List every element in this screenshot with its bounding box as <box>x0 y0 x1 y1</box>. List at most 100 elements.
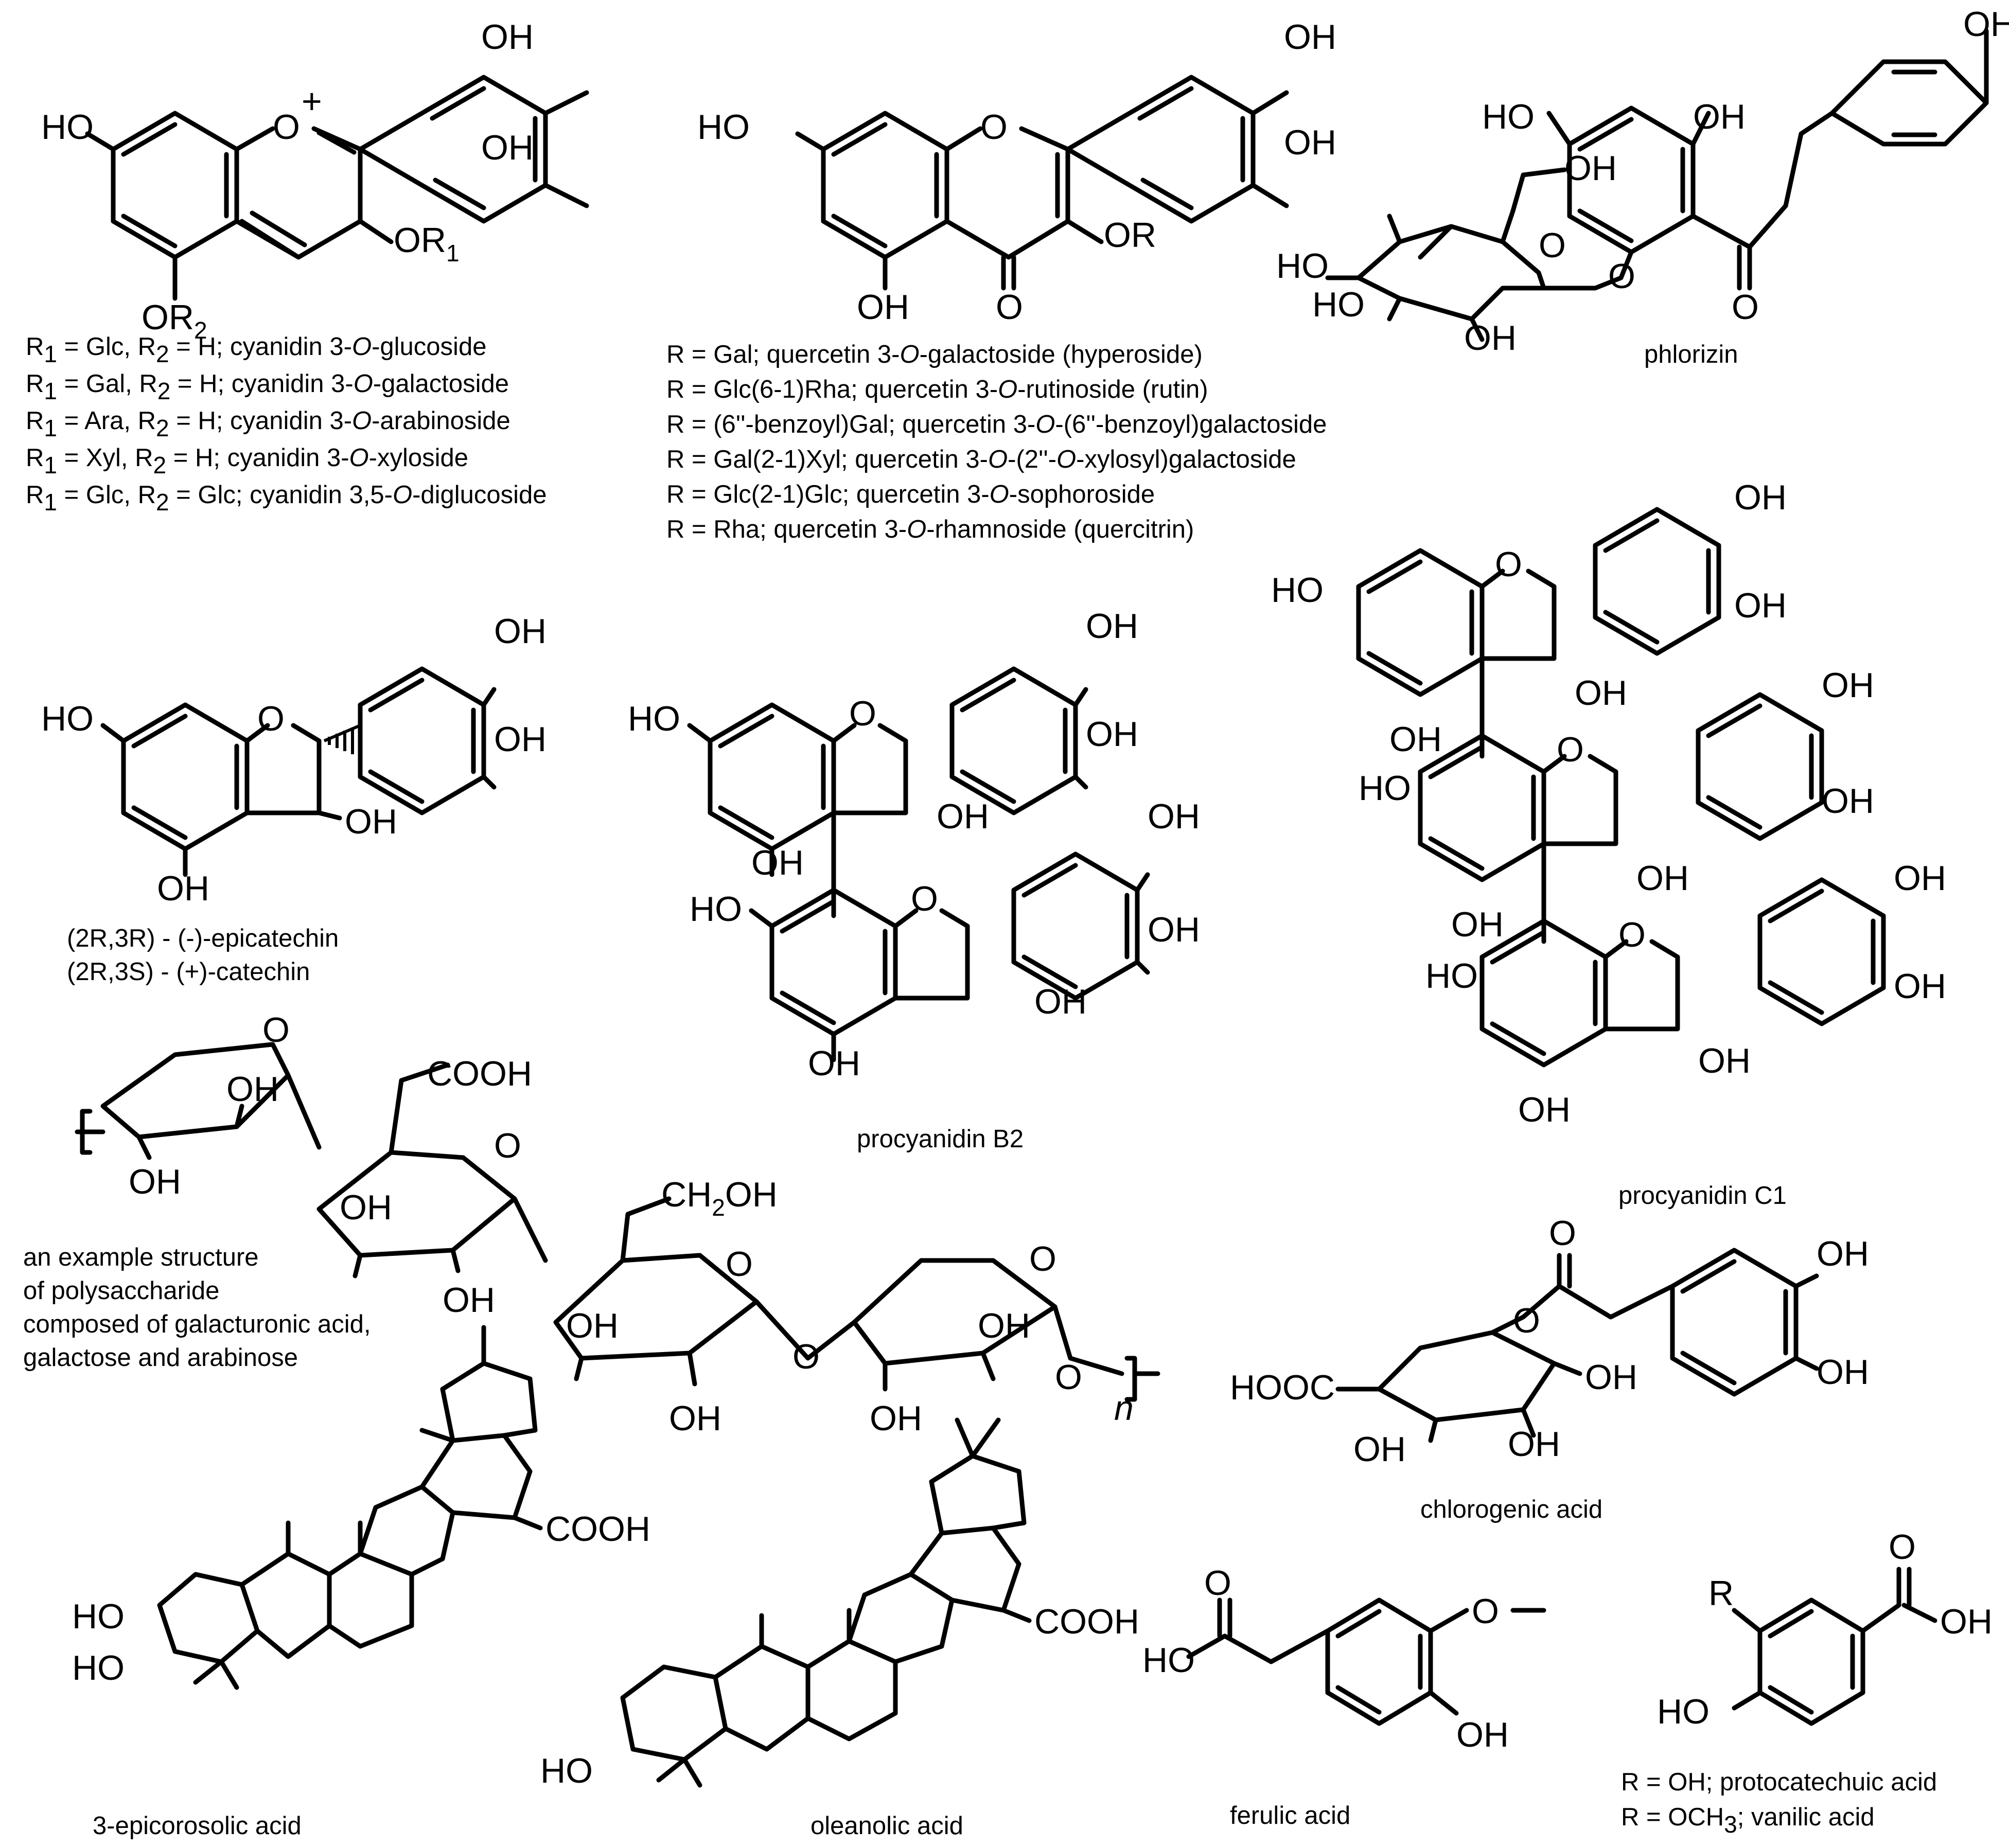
q-oh-3p-label: OH <box>1284 123 1336 162</box>
poly-o-label: O <box>1055 1358 1082 1397</box>
oh-3p-label: OH <box>481 128 534 167</box>
ba-r-label: R <box>1708 1574 1734 1613</box>
poly-oh-label: OH <box>870 1399 922 1438</box>
chlorogenic-acid-name: chlorogenic acid <box>1420 1496 1602 1523</box>
cat-oh-3-label: OH <box>345 802 397 841</box>
benzoic-acids-structure: O OH R HO <box>1657 1527 1993 1731</box>
ph-oh-label: OH <box>1693 97 1746 136</box>
cyanidin-caption-row: R1 = Ara, R2 = H; cyanidin 3-O-arabinosi… <box>26 407 510 441</box>
procyanidin-c1-name: procyanidin C1 <box>1618 1182 1787 1210</box>
quercetin-caption-row: R = Glc(6-1)Rha; quercetin 3-O-rutinosid… <box>666 376 1208 403</box>
c1-o-label: O <box>1495 545 1522 584</box>
epi-ho-label: HO <box>72 1648 125 1687</box>
or1-label: OR1 <box>394 221 460 266</box>
chl-oh-label: OH <box>1817 1234 1869 1273</box>
oxonium-charge-label: + <box>302 82 322 121</box>
q-keto-oxygen-label: O <box>996 288 1023 327</box>
ph-ring-oxygen-label: O <box>1539 226 1566 265</box>
quercetin-caption: R = Gal; quercetin 3-O-galactoside (hype… <box>666 341 1327 543</box>
c1-oh-label: OH <box>1734 586 1787 625</box>
phlorizin-name: phlorizin <box>1644 341 1738 368</box>
q-oh-4p-label: OH <box>1284 17 1336 57</box>
quercetin-caption-row: R = Gal; quercetin 3-O-galactoside (hype… <box>666 341 1203 368</box>
q-or-label: OR <box>1104 216 1156 255</box>
c1-oh-label: OH <box>1636 859 1689 898</box>
oleanolic-acid-structure: COOH HO oleanolic acid <box>540 1417 1139 1840</box>
poly-o-label: O <box>494 1126 521 1165</box>
c1-o-label: O <box>1557 730 1584 769</box>
chlorogenic-acid-structure: O O OH OH HOOC OH OH OH chlorogenic acid <box>1230 1214 1869 1523</box>
ho-7-label: HO <box>41 108 94 147</box>
q-oh-5-label: OH <box>857 288 909 327</box>
fer-o-label: O <box>1204 1563 1231 1603</box>
b2-oh-label: OH <box>1034 982 1087 1021</box>
b2-oh-label: OH <box>1148 797 1200 836</box>
chl-hooc-label: HOOC <box>1230 1368 1335 1407</box>
cat-ho-7-label: HO <box>41 699 94 738</box>
c1-ho-label: HO <box>1425 956 1478 996</box>
poly-ch2oh-label: CH2OH <box>661 1175 778 1221</box>
chl-oh-label: OH <box>1353 1430 1406 1469</box>
c1-oh-label: OH <box>1894 859 1946 898</box>
catechin-structure: HO O OH OH OH OH (2R,3R) - (-)-epicatech… <box>41 612 547 986</box>
cat-ring-oxygen-label: O <box>257 699 285 738</box>
quercetin-caption-row: R = (6''-benzoyl)Gal; quercetin 3-O-(6''… <box>666 411 1327 438</box>
epi-cooh-label: COOH <box>545 1509 650 1549</box>
poly-repeat-label: n <box>1114 1389 1134 1428</box>
c1-o-label: O <box>1618 915 1646 954</box>
q-ring-oxygen-label: O <box>980 108 1008 147</box>
b2-ho-label: HO <box>690 890 742 929</box>
ferulic-acid-name: ferulic acid <box>1230 1802 1350 1829</box>
polysaccharide-caption-2: of polysaccharide <box>23 1277 219 1305</box>
b2-oh-label: OH <box>1086 607 1138 646</box>
phlorizin-structure: OH HO OH OH HO HO OH O O O phlorizin <box>1276 5 2009 368</box>
cat-oh-5-label: OH <box>157 869 209 908</box>
cyanidin-caption-row: R1 = Gal, R2 = H; cyanidin 3-O-galactosi… <box>26 370 509 404</box>
c1-oh-label: OH <box>1389 720 1442 759</box>
poly-o-label: O <box>726 1245 753 1284</box>
ph-link-oxygen-label: O <box>1608 257 1635 296</box>
ba-oh-label: OH <box>1940 1602 1993 1641</box>
procyanidin-b2-structure: HO O OH OH OH OH HO O OH OH OH OH procya… <box>628 607 1200 1153</box>
chl-oh-label: OH <box>1585 1358 1637 1397</box>
catechin-caption-1: (2R,3R) - (-)-epicatechin <box>67 925 339 952</box>
c1-oh-label: OH <box>1451 905 1504 944</box>
fer-o-label: O <box>1472 1592 1499 1631</box>
polysaccharide-caption-1: an example structure <box>23 1243 259 1271</box>
c1-oh-label: OH <box>1698 1041 1751 1080</box>
oleanolic-acid-name: oleanolic acid <box>810 1812 963 1840</box>
polysaccharide-caption-3: composed of galacturonic acid, <box>23 1310 371 1338</box>
c1-oh-label: OH <box>1575 673 1627 713</box>
chl-o-label: O <box>1513 1301 1540 1340</box>
c1-oh-label: OH <box>1894 967 1946 1006</box>
poly-oh-label: OH <box>340 1188 392 1227</box>
ring-oxygen-label: O <box>273 108 300 147</box>
procyanidin-b2-name: procyanidin B2 <box>857 1125 1024 1153</box>
polysaccharide-structure: O OH OH COOH O OH OH CH2OH O OH OH O O O… <box>23 1010 1160 1438</box>
oh-4p-label: OH <box>481 17 534 57</box>
quercetin-structure: HO O OH OH OR OH O <box>697 17 1336 327</box>
poly-cooh-label: COOH <box>427 1054 532 1093</box>
cat-oh-3p-label: OH <box>494 720 547 759</box>
c1-oh-label: OH <box>1822 666 1874 705</box>
epi-ho-label: HO <box>72 1597 125 1636</box>
b2-ho-label: HO <box>628 699 680 738</box>
poly-oh-label: OH <box>226 1070 279 1109</box>
c1-oh-label: OH <box>1518 1090 1571 1129</box>
chl-oh-label: OH <box>1817 1353 1869 1392</box>
poly-o-label: O <box>262 1010 290 1050</box>
chl-oh-label: OH <box>1508 1425 1560 1464</box>
catechin-caption-2: (2R,3S) - (+)-catechin <box>67 958 310 986</box>
b2-oh-label: OH <box>1148 910 1200 949</box>
poly-oh-label: OH <box>566 1306 619 1345</box>
ph-oh-top-label: OH <box>1963 5 2009 44</box>
ph-ho-label: HO <box>1482 97 1535 136</box>
cat-oh-4p-label: OH <box>494 612 547 651</box>
polysaccharide-caption-4: galactose and arabinose <box>23 1344 298 1372</box>
quercetin-caption-row: R = Gal(2-1)Xyl; quercetin 3-O-(2''-O-xy… <box>666 446 1296 473</box>
ba-ho-label: HO <box>1657 1692 1710 1731</box>
c1-oh-label: OH <box>1822 781 1874 821</box>
c1-ho-label: HO <box>1359 769 1411 808</box>
